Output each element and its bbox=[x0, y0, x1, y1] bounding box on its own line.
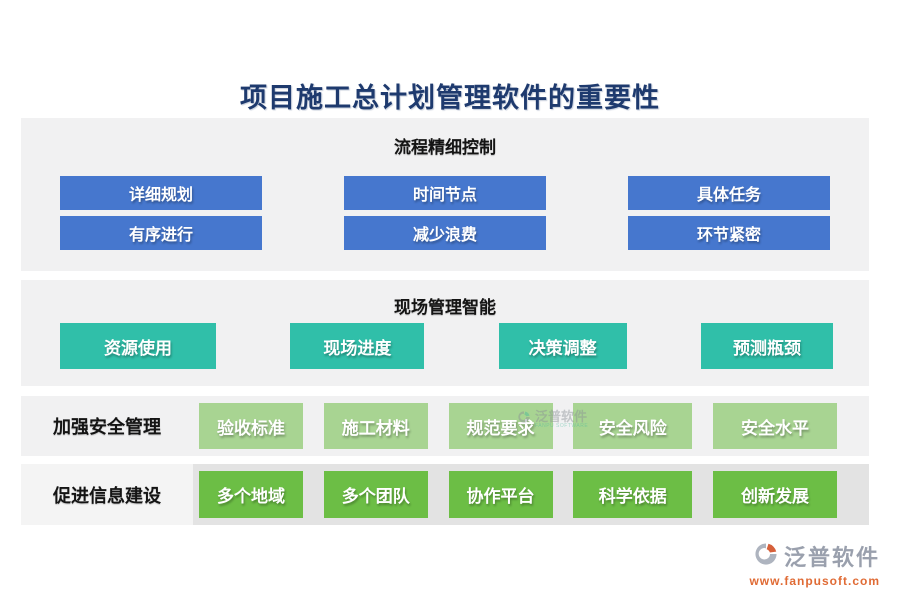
site-button-predict-bottleneck[interactable]: 预测瓶颈 bbox=[700, 323, 833, 369]
safety-row-label: 加强安全管理 bbox=[53, 417, 161, 437]
process-button-grid: 详细规划 时间节点 具体任务 有序进行 减少浪费 环节紧密 bbox=[21, 176, 869, 256]
info-button-row: 多个地域 多个团队 协作平台 科学依据 创新发展 bbox=[193, 464, 869, 525]
section-info-panel: 促进信息建设 多个地域 多个团队 协作平台 科学依据 创新发展 bbox=[21, 464, 869, 525]
process-button-time-nodes[interactable]: 时间节点 bbox=[344, 176, 546, 210]
info-button-collab-platform[interactable]: 协作平台 bbox=[448, 471, 553, 518]
page-title: 项目施工总计划管理软件的重要性 bbox=[240, 83, 660, 113]
section-process-panel: 流程精细控制 详细规划 时间节点 具体任务 有序进行 减少浪费 环节紧密 bbox=[21, 118, 869, 271]
site-button-resource-usage[interactable]: 资源使用 bbox=[60, 323, 216, 369]
safety-button-construction-materials[interactable]: 施工材料 bbox=[323, 403, 428, 449]
section-site-panel: 现场管理智能 资源使用 现场进度 决策调整 预测瓶颈 bbox=[21, 280, 869, 386]
process-button-orderly-progress[interactable]: 有序进行 bbox=[60, 216, 262, 250]
info-button-scientific-basis[interactable]: 科学依据 bbox=[573, 471, 693, 518]
process-row-1: 详细规划 时间节点 具体任务 bbox=[21, 176, 869, 210]
process-button-detailed-planning[interactable]: 详细规划 bbox=[60, 176, 262, 210]
site-button-site-progress[interactable]: 现场进度 bbox=[290, 323, 425, 369]
process-button-reduce-waste[interactable]: 减少浪费 bbox=[344, 216, 546, 250]
process-button-specific-tasks[interactable]: 具体任务 bbox=[628, 176, 830, 210]
safety-button-spec-requirements[interactable]: 规范要求 bbox=[448, 403, 553, 449]
footer-brand-name: 泛普软件 bbox=[783, 545, 880, 570]
footer-brand-block: 泛普软件 www.fanpusoft.com bbox=[749, 540, 880, 588]
info-button-multiple-regions[interactable]: 多个地域 bbox=[199, 471, 303, 518]
fanpu-logo-icon bbox=[753, 541, 779, 572]
safety-button-row: 验收标准 施工材料 规范要求 安全风险 安全水平 bbox=[193, 396, 869, 456]
safety-row: 加强安全管理 验收标准 施工材料 规范要求 安全风险 安全水平 bbox=[21, 396, 869, 456]
footer-url-link[interactable]: www.fanpusoft.com bbox=[749, 574, 880, 588]
site-button-decision-adjust[interactable]: 决策调整 bbox=[498, 323, 627, 369]
safety-button-acceptance-standard[interactable]: 验收标准 bbox=[199, 403, 303, 449]
section-site-header: 现场管理智能 bbox=[394, 298, 496, 317]
info-row: 促进信息建设 多个地域 多个团队 协作平台 科学依据 创新发展 bbox=[21, 464, 869, 525]
footer-brand-row: 泛普软件 bbox=[749, 540, 880, 572]
site-button-row: 资源使用 现场进度 决策调整 预测瓶颈 bbox=[21, 323, 869, 369]
safety-button-safety-level[interactable]: 安全水平 bbox=[713, 403, 837, 449]
section-safety-panel: 加强安全管理 验收标准 施工材料 规范要求 安全风险 安全水平 泛普软件 FAN… bbox=[21, 396, 869, 456]
info-button-multiple-teams[interactable]: 多个团队 bbox=[323, 471, 428, 518]
section-process-header: 流程精细控制 bbox=[394, 138, 496, 157]
info-row-label: 促进信息建设 bbox=[21, 464, 193, 525]
info-button-innovative-development[interactable]: 创新发展 bbox=[713, 471, 837, 518]
safety-button-safety-risk[interactable]: 安全风险 bbox=[573, 403, 693, 449]
process-row-2: 有序进行 减少浪费 环节紧密 bbox=[21, 216, 869, 250]
process-button-tight-links[interactable]: 环节紧密 bbox=[628, 216, 830, 250]
